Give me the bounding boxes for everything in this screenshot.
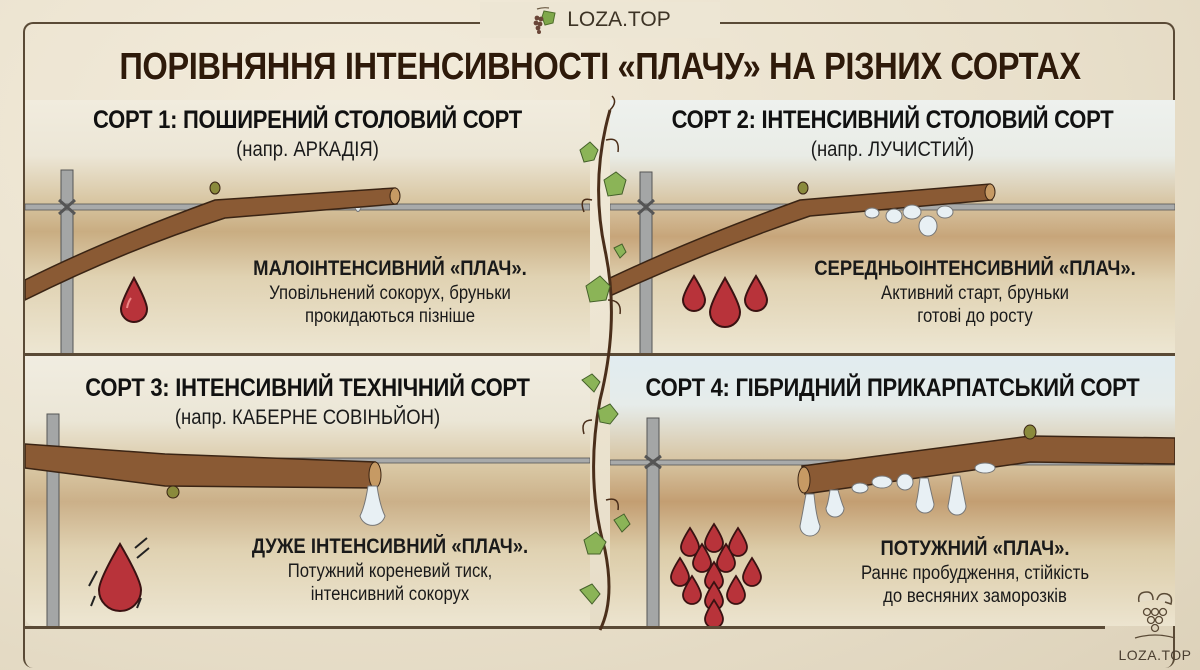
trellis-illustration [25, 413, 590, 626]
sap-drop-icon [88, 537, 150, 612]
description-line-1: Активний старт, бруньки [881, 283, 1069, 304]
description-line-2: готові до росту [917, 306, 1033, 327]
description-line-1: Уповільнений сокорух, бруньки [269, 283, 511, 304]
footer-logo: LOZA.TOP [1115, 588, 1195, 663]
grapevine-divider [579, 95, 631, 631]
description-line-2: прокидаються пізніше [304, 306, 476, 327]
panel-description: СЕРЕДНЬОІНТЕНСИВНИЙ «ПЛАЧ». Активний ста… [799, 256, 1151, 328]
description-line-2: до весняних заморозків [883, 586, 1067, 607]
panel-title: СОРТ 1: ПОШИРЕНИЙ СТОЛОВИЙ СОРТ [93, 106, 522, 134]
panel-subtitle: (напр. АРКАДІЯ) [236, 138, 379, 161]
panel-variety-2: СОРТ 2: ІНТЕНСИВНИЙ СТОЛОВИЙ СОРТ (напр.… [610, 100, 1175, 353]
panel-title: СОРТ 4: ГІБРИДНИЙ ПРИКАРПАТСЬКИЙ СОРТ [645, 374, 1140, 402]
panel-description: МАЛОІНТЕНСИВНИЙ «ПЛАЧ». Уповільнений сок… [214, 256, 566, 328]
panel-subtitle: (напр. КАБЕРНЕ СОВІНЬЙОН) [174, 406, 441, 429]
description-line-2: інтенсивний сокорух [310, 584, 470, 605]
page-title: ПОРІВНЯННЯ ІНТЕНСИВНОСТІ «ПЛАЧУ» НА РІЗН… [119, 46, 1081, 88]
intensity-heading: ПОТУЖНИЙ «ПЛАЧ». [880, 537, 1070, 560]
trellis-illustration [610, 417, 1175, 626]
panel-variety-1: СОРТ 1: ПОШИРЕНИЙ СТОЛОВИЙ СОРТ (напр. А… [25, 100, 590, 353]
sap-drop-icon [119, 275, 149, 323]
intensity-heading: ДУЖЕ ІНТЕНСИВНИЙ «ПЛАЧ». [251, 535, 529, 558]
grape-bunch-icon [1134, 591, 1176, 639]
panel-title: СОРТ 2: ІНТЕНСИВНИЙ СТОЛОВИЙ СОРТ [671, 106, 1114, 134]
panel-variety-4: СОРТ 4: ГІБРИДНИЙ ПРИКАРПАТСЬКИЙ СОРТ [610, 356, 1175, 626]
sap-drops-icon [670, 522, 762, 626]
trellis-illustration [25, 169, 590, 353]
horizontal-divider [25, 353, 1175, 356]
description-line-1: Потужний кореневий тиск, [287, 561, 493, 582]
panel-subtitle: (напр. ЛУЧИСТИЙ) [810, 138, 975, 161]
brand-header: LOZA.TOP [480, 2, 720, 38]
brand-name: LOZA.TOP [567, 8, 671, 31]
panel-description: ДУЖЕ ІНТЕНСИВНИЙ «ПЛАЧ». Потужний корене… [214, 534, 566, 606]
panel-title: СОРТ 3: ІНТЕНСИВНИЙ ТЕХНІЧНИЙ СОРТ [85, 374, 530, 402]
footer-logo-text: LOZA.TOP [1118, 647, 1192, 663]
sap-drops-icon [681, 274, 769, 328]
trellis-illustration [610, 171, 1175, 353]
intensity-heading: СЕРЕДНЬОІНТЕНСИВНИЙ «ПЛАЧ». [814, 257, 1136, 280]
intensity-heading: МАЛОІНТЕНСИВНИЙ «ПЛАЧ». [253, 257, 527, 280]
grape-leaf-icon [533, 7, 556, 34]
panel-description: ПОТУЖНИЙ «ПЛАЧ». Раннє пробудження, стій… [799, 536, 1151, 608]
panel-variety-3: СОРТ 3: ІНТЕНСИВНИЙ ТЕХНІЧНИЙ СОРТ (напр… [25, 356, 590, 626]
description-line-1: Раннє пробудження, стійкість [860, 563, 1090, 584]
bottom-border [25, 626, 1105, 629]
